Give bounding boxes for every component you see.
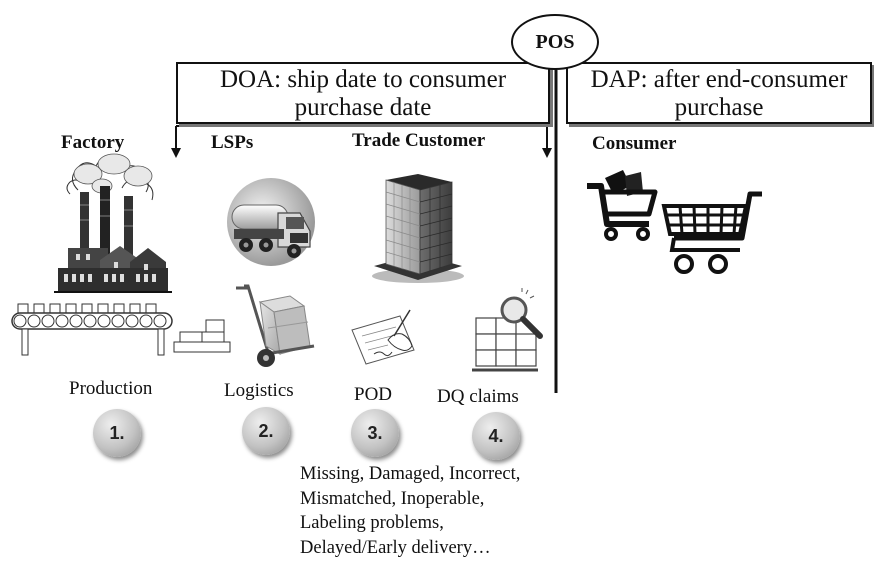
step-label-production: Production [69, 378, 153, 399]
pos-label: POS [535, 31, 575, 53]
consumer-label: Consumer [592, 133, 677, 154]
lsps-label: LSPs [211, 132, 254, 153]
truck-icon [227, 178, 315, 266]
problem-line: Delayed/Early delivery… [300, 537, 491, 558]
dap-line-2: purchase [674, 94, 764, 121]
doa-left-arrowhead [171, 148, 181, 158]
doa-line-1: DOA: ship date to consumer [219, 66, 507, 93]
dap-box: DAP: after end-consumer purchase [566, 62, 872, 124]
step-circle-4: 4. [472, 412, 520, 460]
problem-line: Mismatched, Inoperable, [300, 488, 485, 509]
boxes-magnifier-icon [472, 288, 543, 372]
signing-hand-icon [351, 309, 415, 365]
step-label-pod: POD [354, 384, 393, 405]
hand-truck-icon [236, 284, 315, 367]
problem-line: Missing, Damaged, Incorrect, [300, 464, 521, 484]
problem-line: Labeling problems, [300, 513, 444, 533]
office-building-icon [372, 174, 464, 283]
conveyor-icon [11, 303, 231, 356]
problem-list: Missing, Damaged, Incorrect, Mismatched,… [300, 462, 520, 560]
doa-line-2: purchase date [294, 94, 432, 121]
dap-line-1: DAP: after end-consumer [590, 66, 848, 93]
step-circle-3: 3. [351, 409, 399, 457]
doa-box: DOA: ship date to consumer purchase date [176, 62, 550, 124]
step-label-logistics: Logistics [224, 380, 294, 401]
trade-customer-label: Trade Customer [352, 130, 486, 151]
factory-label: Factory [61, 132, 125, 153]
shopping-cart-icon [661, 191, 762, 274]
pos-oval: POS [511, 14, 599, 70]
step-label-dq-claims: DQ claims [437, 386, 519, 407]
step-circle-2: 2. [242, 407, 290, 455]
factory-icon [54, 153, 172, 293]
doa-right-arrowhead [542, 148, 552, 158]
step-circle-1: 1. [93, 409, 141, 457]
shopping-cart-icon [587, 170, 658, 241]
